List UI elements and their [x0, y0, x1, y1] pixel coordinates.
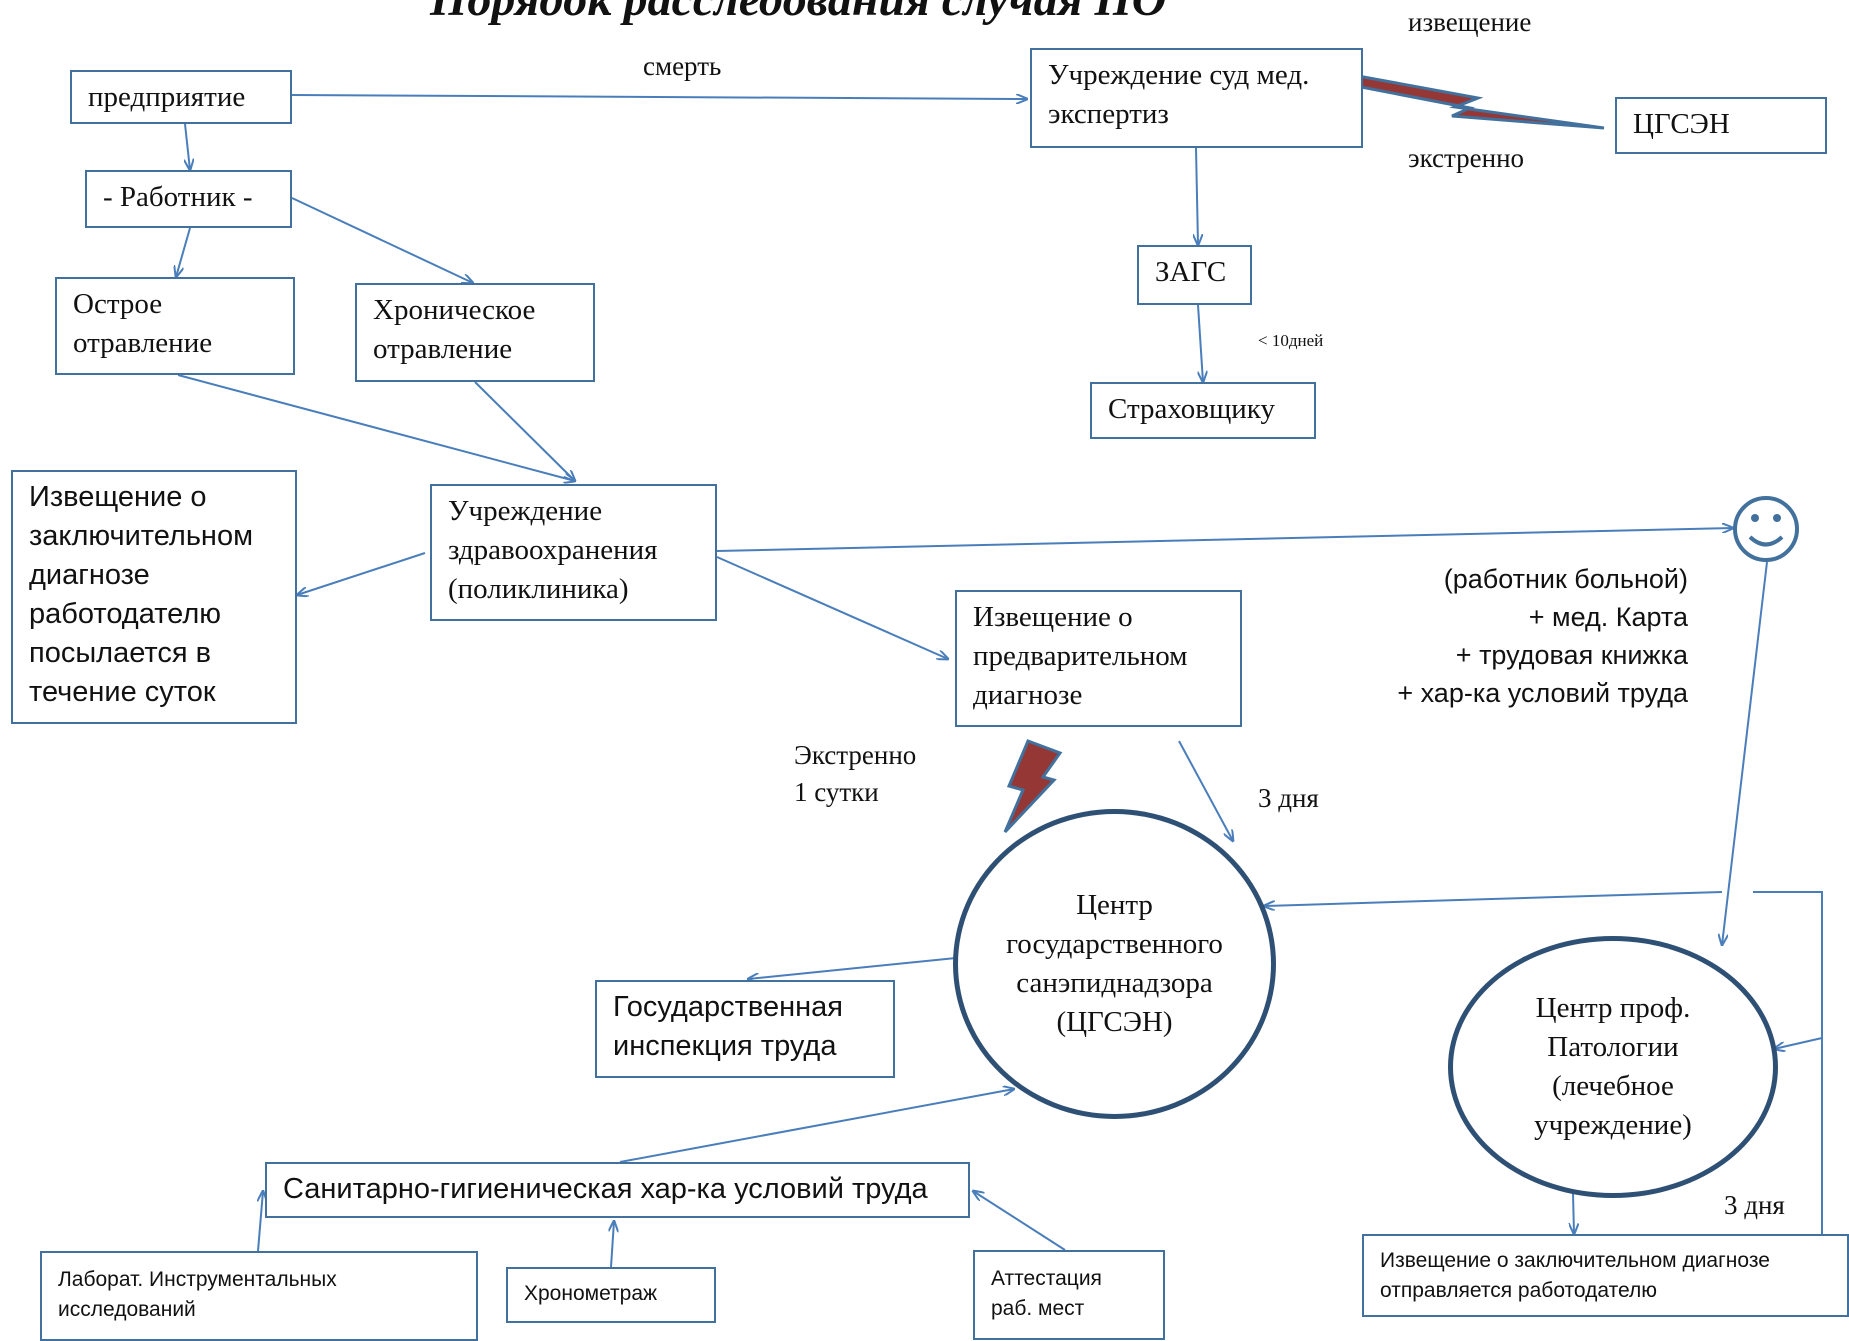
arrow-worker-chronic [291, 197, 473, 283]
node-enterprise: предприятие [70, 70, 292, 124]
arrow-prelim-cgsen [1178, 740, 1233, 841]
arrow-forensic-zags [1196, 147, 1198, 245]
node-timing: Хронометраж [506, 1267, 716, 1323]
arrow-chronic-health [474, 381, 575, 481]
arrow-attest-sanitary [973, 1191, 1066, 1251]
arrow-prof-finalright [1573, 1192, 1574, 1234]
smiley-face-icon [1733, 496, 1799, 562]
lightning-bolt-icon [1003, 74, 1605, 834]
node-zags: ЗАГС [1137, 245, 1252, 305]
edge-label-urgent: экстренно [1408, 143, 1525, 173]
node-insurer: Страховщику [1090, 382, 1316, 439]
edge-label-3days: 3 дня [1258, 783, 1319, 813]
arrow-enterprise-forensic [291, 95, 1027, 99]
arrow-zags-insurer [1197, 304, 1203, 382]
patient-docs-list: (работник больной)+ мед. Карта + трудова… [1397, 564, 1688, 708]
arrow-acute-health [177, 374, 575, 481]
lightning-bolt-icon [1003, 739, 1063, 834]
node-forensic-institution: Учреждение суд мед.экспертиз [1030, 48, 1363, 148]
node-sanitary-characteristic: Санитарно-гигиеническая хар-ка условий т… [265, 1162, 970, 1218]
arrow-timing-sanitary [611, 1221, 614, 1268]
edge-label-death: смерть [643, 51, 722, 81]
lightning-bolt-icon [1355, 74, 1605, 130]
arrow-bracket-prof [1774, 1037, 1823, 1049]
arrow-smiley-prof [1722, 561, 1768, 945]
arrow-right-cgsen [1264, 891, 1723, 906]
arrow-worker-acute [176, 227, 191, 277]
edge-label-10days: < 10дней [1258, 331, 1324, 350]
node-cgsen-small: ЦГСЭН [1615, 97, 1827, 154]
arrow-health-finalleft [297, 552, 426, 595]
arrow-lab-sanitary [257, 1191, 263, 1252]
page-title: Порядок расследования случая ПО [430, 0, 1166, 27]
arrow-health-prelim [716, 556, 948, 659]
arrow-cgsen-inspection [748, 957, 957, 979]
arrow-sanitary-cgsen [619, 1089, 1014, 1163]
edge-label-3days-right: 3 дня [1724, 1190, 1785, 1220]
arrow-health-smiley [716, 528, 1733, 552]
node-worker: - Работник - [85, 170, 292, 228]
arrow-enterprise-worker [185, 123, 190, 170]
edge-label-notice: извещение [1408, 7, 1532, 37]
